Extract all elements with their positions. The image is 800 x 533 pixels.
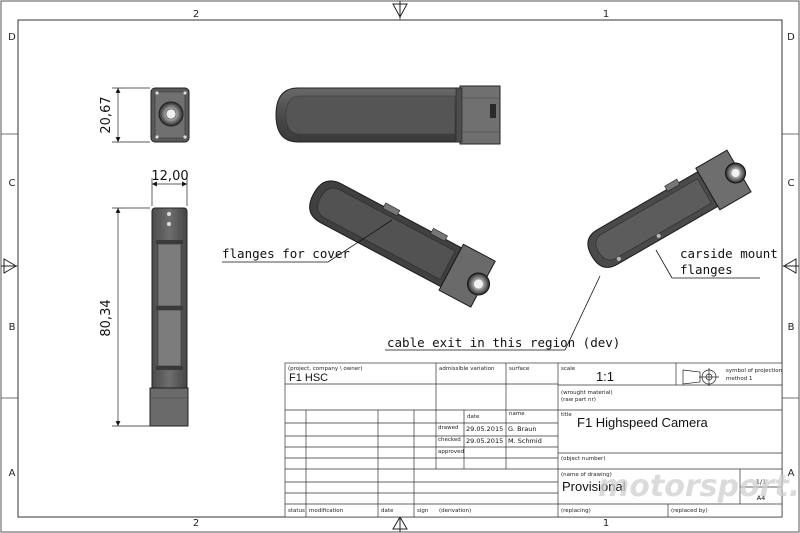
derivation-label: (derivation) xyxy=(439,508,471,514)
zone-left-c: C xyxy=(9,178,16,189)
approved-label: approved xyxy=(438,449,464,455)
isometric-view-back xyxy=(587,149,752,268)
sheet-value: 1/1 xyxy=(756,478,766,486)
scale-value: 1:1 xyxy=(596,369,614,384)
modification-label: modification xyxy=(309,508,344,514)
title-block xyxy=(284,362,783,518)
zone-right-d: D xyxy=(787,32,795,43)
dimension-front-height xyxy=(112,87,150,143)
revision-date-label: date xyxy=(381,508,394,514)
sign-label: sign xyxy=(417,508,429,514)
callout-carside-mount: carside mount xyxy=(680,246,778,261)
side-view xyxy=(149,207,189,427)
zone-right-a: A xyxy=(788,468,795,479)
checked-name: M. Schmid xyxy=(508,437,542,445)
projection-label-2: method 1 xyxy=(726,376,753,382)
zone-left-d: D xyxy=(8,32,16,43)
format-value: A4 xyxy=(757,494,766,502)
dimension-side-width xyxy=(151,178,188,206)
watermark: motorsport.com xyxy=(598,469,800,504)
name-header: name xyxy=(509,411,525,417)
drawing-name-value: Provisional xyxy=(562,479,626,494)
top-view xyxy=(275,85,501,145)
callout-flanges-for-cover: flanges for cover xyxy=(222,246,350,261)
zone-left-a: A xyxy=(9,468,16,479)
date-header: date xyxy=(467,414,480,420)
dimension-side-width-label: 12,00 xyxy=(151,169,188,184)
project-label: (project, company \ owner) xyxy=(288,366,363,372)
title-label: title xyxy=(561,412,572,418)
drawing-name-label: (name of drawing) xyxy=(561,472,612,478)
isometric-view-front xyxy=(309,180,496,308)
admissible-variation-label: admissible variation xyxy=(439,366,495,372)
surface-label: surface xyxy=(509,366,530,372)
projection-symbol-icon xyxy=(682,368,719,386)
status-label: status xyxy=(288,508,305,514)
drawn-label: drawed xyxy=(438,425,459,431)
zone-bottom-1: 1 xyxy=(603,518,609,529)
project-value: F1 HSC xyxy=(289,372,328,384)
object-number-label: (object number) xyxy=(561,456,605,462)
replacing-label: (replacing) xyxy=(561,508,591,514)
zone-bottom-2: 2 xyxy=(193,518,199,529)
zone-left-b: B xyxy=(9,322,16,333)
dimension-side-length-label: 80,34 xyxy=(99,299,114,336)
checked-date: 29.05.2015 xyxy=(466,437,503,445)
dimension-front-height-label: 20,67 xyxy=(99,96,114,133)
zone-top-1: 1 xyxy=(603,9,609,20)
drawing-title: F1 Highspeed Camera xyxy=(577,415,709,430)
zone-right-b: B xyxy=(788,322,795,333)
zone-top-2: 2 xyxy=(193,9,199,20)
dimension-side-length xyxy=(112,207,150,427)
callout-cable-exit: cable exit in this region (dev) xyxy=(387,335,620,350)
scale-label: scale xyxy=(561,366,576,372)
drawn-name: G. Braun xyxy=(508,425,537,433)
zone-right-c: C xyxy=(788,178,795,189)
material-label-2: (raw part nr) xyxy=(561,397,596,403)
front-view xyxy=(150,87,190,143)
material-label-1: (wrought material) xyxy=(561,390,613,396)
leader-lines xyxy=(222,219,760,351)
drawn-date: 29.05.2015 xyxy=(466,425,503,433)
replaced-by-label: (replaced by) xyxy=(671,508,708,514)
checked-label: checked xyxy=(438,437,461,443)
callout-carside-flanges: flanges xyxy=(680,262,733,277)
projection-label-1: symbol of projection xyxy=(726,368,783,374)
